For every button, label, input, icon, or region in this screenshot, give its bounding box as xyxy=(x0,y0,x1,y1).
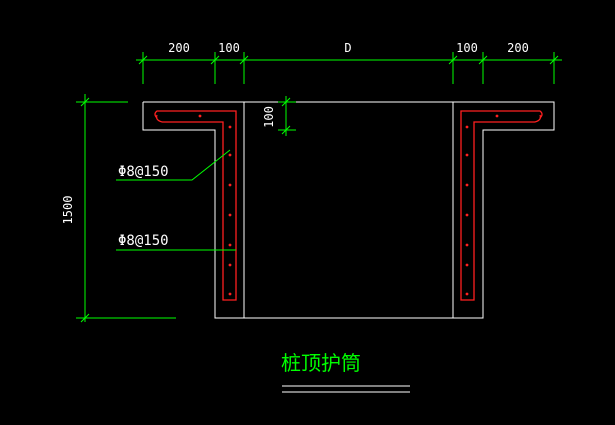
dimension-tick xyxy=(448,55,458,65)
top-dimension-chain xyxy=(136,52,562,84)
dim-label-left-flange: 200 xyxy=(168,41,190,55)
dim-label-flange-thickness: 100 xyxy=(262,106,276,128)
rebar-left-hook xyxy=(155,114,163,123)
concrete-outline xyxy=(142,101,555,319)
dimension-tick xyxy=(239,55,249,65)
rebar-label-upper: Φ8@150 xyxy=(118,164,169,180)
drawing-title: 桩顶护筒 xyxy=(281,351,361,375)
rebar-right-stirrup xyxy=(460,110,543,301)
dimension-tick xyxy=(478,55,488,65)
rebar-right-hook xyxy=(534,114,542,123)
rebar-dot xyxy=(228,125,232,129)
rebar-left-stirrup xyxy=(154,110,237,301)
dimension-tick xyxy=(138,55,148,65)
title-underline xyxy=(282,385,410,393)
rebar-label-lower: Φ8@150 xyxy=(118,233,169,249)
right-section-outline xyxy=(452,101,555,319)
dimension-tick xyxy=(549,55,559,65)
rebar-dot xyxy=(228,243,232,247)
dimension-tick xyxy=(80,313,90,323)
callout-leader-upper xyxy=(116,149,231,181)
rebar-dot xyxy=(465,153,469,157)
left-section-outline xyxy=(142,101,245,319)
dim-label-left-wall: 100 xyxy=(218,41,240,55)
rebar-dot xyxy=(228,292,232,296)
rebar-dot xyxy=(465,292,469,296)
dim-label-height: 1500 xyxy=(61,196,75,225)
dimension-tick xyxy=(281,97,291,107)
dimension-tick xyxy=(80,97,90,107)
rebar-callouts xyxy=(116,149,236,251)
rebar-dot xyxy=(228,263,232,267)
rebar-dot xyxy=(495,114,499,118)
height-dimension xyxy=(76,94,176,323)
rebar-left xyxy=(154,110,237,301)
dim-label-right-wall: 100 xyxy=(456,41,478,55)
rebar-dot xyxy=(465,213,469,217)
dim-label-diameter: D xyxy=(344,41,351,55)
rebar-dot xyxy=(228,153,232,157)
rebar-dot xyxy=(465,243,469,247)
rebar-dot xyxy=(465,183,469,187)
rebar-dot xyxy=(228,213,232,217)
flange-thickness-dimension xyxy=(278,96,296,136)
rebar-dot xyxy=(465,125,469,129)
rebar-dot xyxy=(228,183,232,187)
dimension-tick xyxy=(281,125,291,135)
rebar-dots xyxy=(198,114,499,296)
rebar-right xyxy=(460,110,543,301)
top-dimension-labels: 200 100 D 100 200 xyxy=(168,41,529,55)
dimension-tick xyxy=(210,55,220,65)
rebar-dot xyxy=(198,114,202,118)
dim-label-right-flange: 200 xyxy=(507,41,529,55)
rebar-dot xyxy=(465,263,469,267)
